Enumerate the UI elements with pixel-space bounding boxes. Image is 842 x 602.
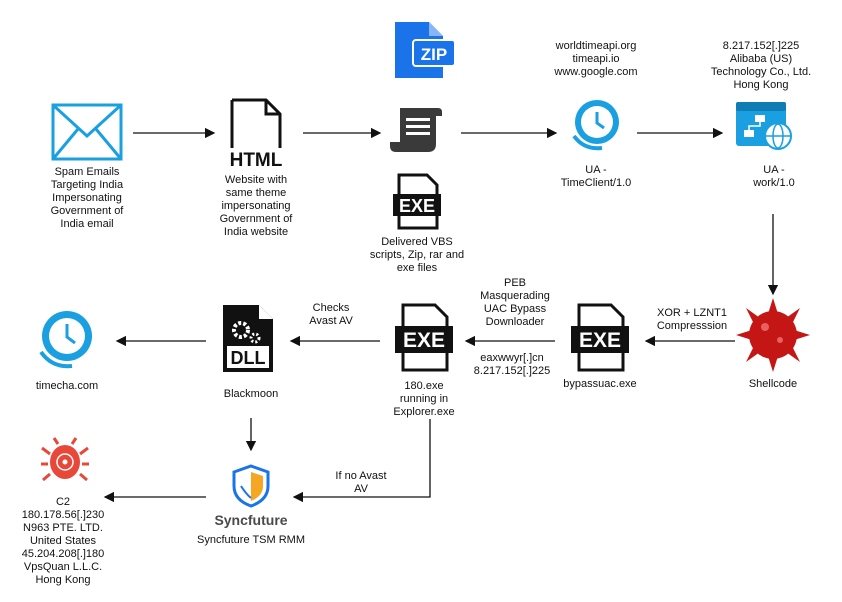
c2-label: C2 180.178.56[.]230 N963 PTE. LTD. Unite… [21, 496, 105, 586]
zip-icon-text: ZIP [421, 45, 447, 64]
virus-icon [736, 298, 810, 372]
website-label: Website with same theme impersonating Go… [219, 174, 293, 238]
bypassuac-label: bypassuac.exe [563, 378, 637, 390]
dll-icon-text: DLL [231, 348, 266, 368]
timeclient-hosts: worldtimeapi.org timeapi.io www.google.c… [554, 40, 638, 78]
html-icon-text: HTML [230, 150, 283, 170]
xor-compression-label: XOR + LZNT1 Compresssion [656, 307, 728, 332]
exe-icon-text: EXE [403, 329, 445, 352]
envelope-icon [51, 103, 123, 161]
timeclient-label: UA - TimeClient/1.0 [560, 164, 632, 189]
exe-icon-text: EXE [579, 329, 621, 352]
html-file-icon: HTML [230, 98, 283, 170]
checks-avast-label: Checks Avast AV [309, 302, 353, 327]
exe-file-icon: EXE [395, 303, 453, 372]
exe-file-icon: EXE [393, 173, 441, 230]
work-label: UA - work/1.0 [753, 164, 795, 189]
c2-hosts-edge-label: eaxwwyr[.]cn 8.217.152[.]225 [473, 352, 551, 377]
blackmoon-label: Blackmoon [223, 388, 279, 400]
syncfuture-label: Syncfuture TSM RMM [197, 534, 305, 546]
if-no-avast-label: If no Avast AV [335, 470, 387, 495]
delivered-label: Delivered VBS scripts, Zip, rar and exe … [369, 236, 465, 274]
explorer-label: 180.exe running in Explorer.exe [393, 380, 455, 418]
dll-file-icon: DLL [223, 305, 273, 372]
timecha-label: timecha.com [35, 380, 99, 392]
peb-masquerading-label: PEB Masquerading UAC Bypass Downloader [480, 277, 550, 328]
shellcode-label: Shellcode [748, 378, 798, 390]
web-server-icon [736, 102, 792, 150]
zip-file-icon: ZIP [395, 22, 456, 78]
bug-icon [41, 437, 89, 482]
shield-logo-icon [232, 464, 270, 508]
clock-icon [572, 100, 619, 151]
syncfuture-brand: Syncfuture [214, 512, 288, 528]
exe-icon-text: EXE [399, 196, 435, 216]
arrow-explorer-to-syncfuture [292, 419, 431, 503]
script-scroll-icon [390, 108, 442, 152]
work-hosts: 8.217.152[.]225 Alibaba (US) Technology … [710, 40, 812, 91]
spam-emails-label: Spam Emails Targeting India Impersonatin… [50, 166, 124, 230]
exe-file-icon: EXE [571, 303, 629, 372]
clock-icon [39, 311, 92, 369]
